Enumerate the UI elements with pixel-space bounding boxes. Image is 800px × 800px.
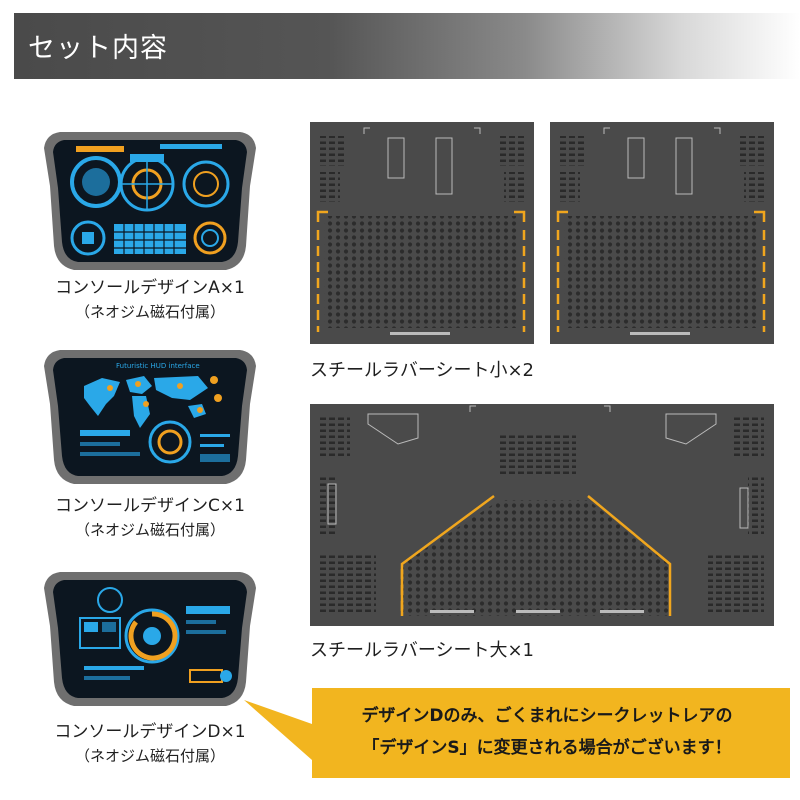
- console-a-note: （ネオジム磁石付属）: [74, 303, 225, 321]
- console-design-a-image: [44, 132, 256, 270]
- steel-rubber-sheet-small-2: [550, 122, 774, 344]
- console-d-caption: コンソールデザインD×1 （ネオジム磁石付属）: [40, 720, 260, 768]
- notice-line-2: 「デザインS」に変更される場合がございます！: [362, 738, 732, 758]
- section-header: セット内容: [0, 0, 800, 82]
- hud-interface-label: Futuristic HUD interface: [116, 362, 200, 370]
- console-design-d-image: [44, 572, 256, 706]
- console-c-name: コンソールデザインC×1: [55, 496, 245, 516]
- large-sheet-caption: スチールラバーシート大×1: [310, 640, 534, 661]
- console-a-caption: コンソールデザインA×1 （ネオジム磁石付属）: [40, 276, 260, 324]
- console-c-note: （ネオジム磁石付属）: [74, 521, 225, 539]
- console-a-name: コンソールデザインA×1: [55, 278, 245, 298]
- notice-text: デザインDのみ、ごくまれにシークレットレアの 「デザインS」に変更される場合がご…: [312, 700, 782, 764]
- console-d-note: （ネオジム磁石付属）: [74, 747, 225, 765]
- notice-line-1: デザインDのみ、ごくまれにシークレットレアの: [361, 706, 733, 726]
- steel-rubber-sheet-large: [310, 404, 774, 626]
- header-bar: [14, 13, 800, 79]
- small-sheet-caption: スチールラバーシート小×2: [310, 360, 534, 381]
- console-c-caption: コンソールデザインC×1 （ネオジム磁石付属）: [40, 494, 260, 542]
- console-design-c-image: Futuristic HUD interface: [44, 350, 256, 484]
- console-d-name: コンソールデザインD×1: [54, 722, 246, 742]
- page-title: セット内容: [28, 33, 168, 64]
- steel-rubber-sheet-small-1: [310, 122, 534, 344]
